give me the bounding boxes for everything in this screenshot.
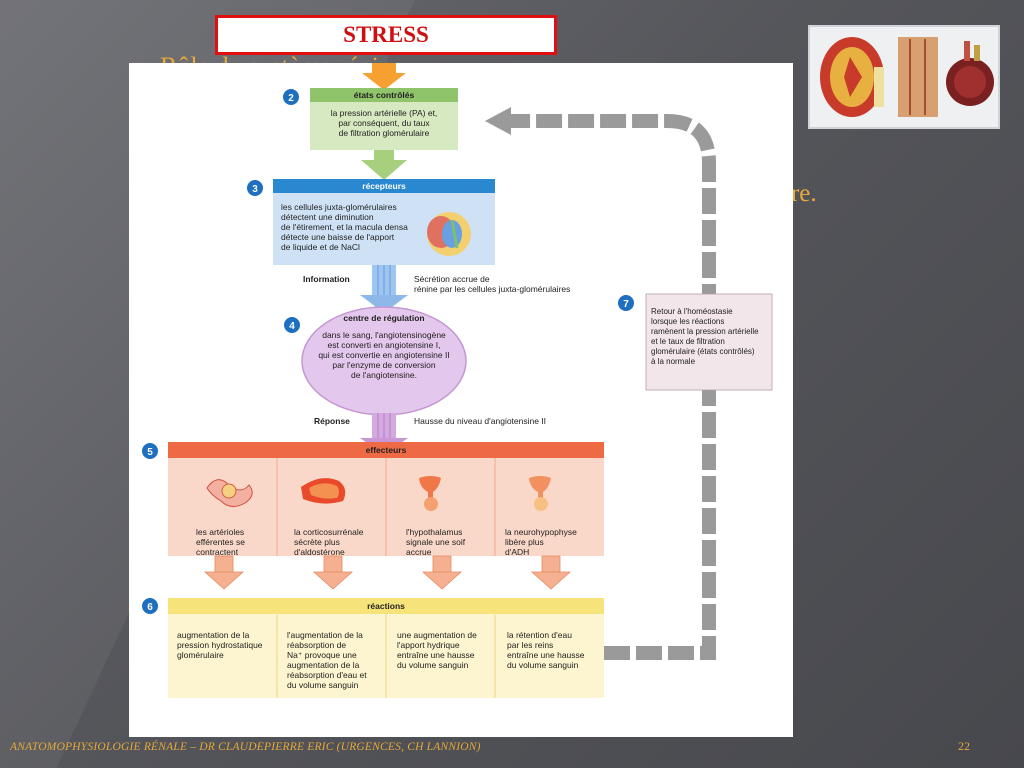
information-label: Information [303,274,350,284]
information-text: Sécrétion accrue de rénine par les cellu… [414,274,571,294]
regulation-center-text: dans le sang, l'angiotensinogène est con… [318,330,450,380]
effector-item-corticosurrenale: la corticosurrénale sécrète plus d'aldos… [294,527,364,557]
response-text: Hausse du niveau d'angiotensine II [414,416,547,426]
effectors-header: effecteurs [365,445,407,455]
reactions-header: réactions [367,601,405,611]
slide-footer: ANATOMOPHYSIOLOGIE RÉNALE – DR CLAUDEPIE… [10,741,481,753]
page-number: 22 [958,739,970,753]
kidney-model-image [808,25,1000,129]
effector-item-arterioles: les artérioles efférentes se contractent [196,527,245,557]
raa-regulation-diagram: 2 3 4 5 6 7 états contrôlés la pression … [129,63,793,737]
step-number-5: 5 [147,447,153,458]
reaction-item-water-retention: la rétention d'eau par les reins entraîn… [507,630,585,670]
reaction-item-water-intake: une augmentation de l'apport hydrique en… [397,630,477,670]
regulation-center-header: centre de régulation [343,313,425,323]
reaction-item-pressure: augmentation de la pression hydrostatiqu… [177,630,263,660]
effector-item-neurohypophyse: la neurohypophyse libère plus d'ADH [505,527,577,557]
receptors-text: les cellules juxta-glomérulaires détecte… [281,202,408,252]
reaction-item-sodium: l'augmentation de la réabsorption de Na⁺… [287,630,367,690]
step-number-7: 7 [623,299,629,310]
controlled-states-header: états contrôlés [353,90,415,100]
effector-item-hypothalamus: l'hypothalamus signale une soif accrue [406,527,466,557]
step-number-6: 6 [147,602,153,613]
step-number-3: 3 [252,184,258,195]
controlled-states-text: la pression artérielle (PA) et, par cons… [330,108,438,138]
step-number-4: 4 [289,321,295,332]
response-label: Réponse [314,416,350,426]
step-number-2: 2 [288,93,294,104]
homeostasis-return-text: Retour à l'homéostasie lorsque les réact… [651,307,759,366]
receptors-header: récepteurs [362,181,406,191]
stress-title-box: STRESS [215,15,557,55]
